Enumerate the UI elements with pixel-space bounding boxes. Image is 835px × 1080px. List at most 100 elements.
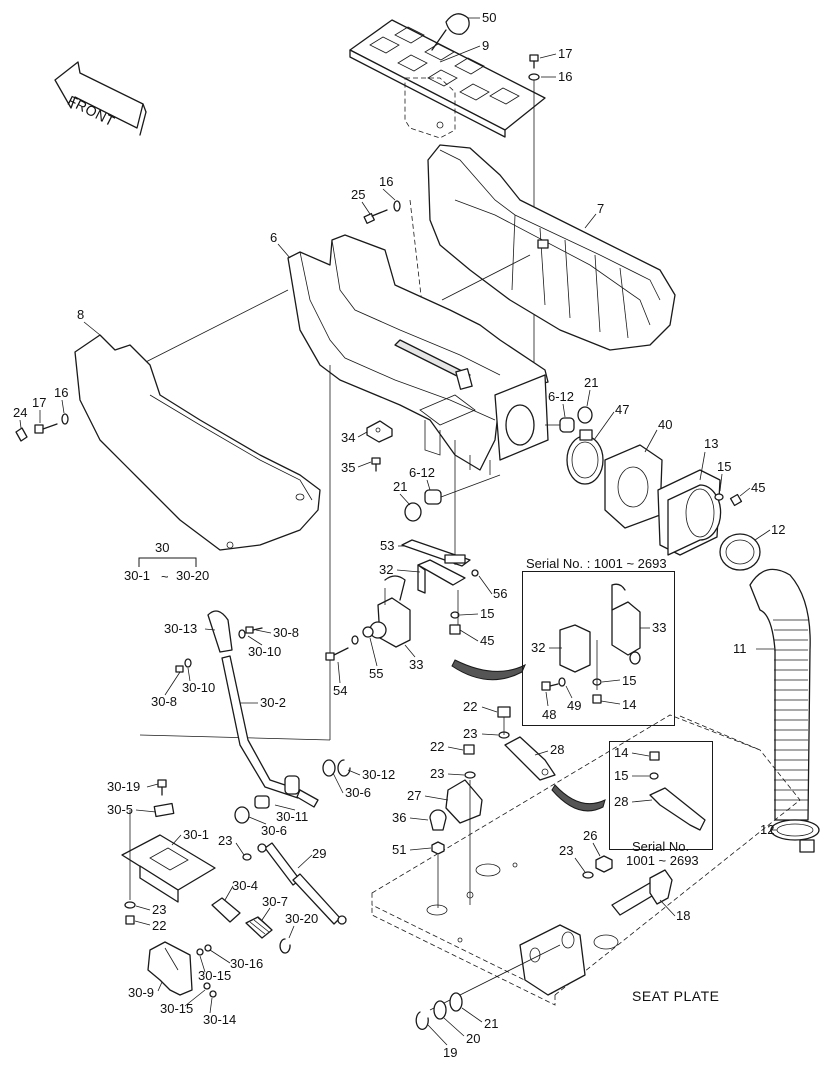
callout-22: 22: [430, 739, 445, 754]
small-bolts: [175, 626, 263, 673]
callout-12: 12: [771, 522, 786, 537]
callout-23: 23: [152, 902, 167, 917]
callout-29: 29: [312, 846, 327, 861]
callout-35: 35: [341, 460, 356, 475]
bracket-34: [366, 420, 393, 472]
seat-plate-outline: [371, 714, 801, 1006]
callout-30-8: 30-8: [151, 694, 178, 709]
knob-36: [429, 809, 447, 908]
callout-25: 25: [351, 187, 366, 202]
callout-54: 54: [333, 683, 348, 698]
serial-box-1-parts: [541, 583, 641, 704]
serial-box-2-parts: [551, 751, 706, 831]
callout-30-8: 30-8: [273, 625, 300, 640]
callout-30-6: 30-6: [261, 823, 288, 838]
callout-30-6: 30-6: [345, 785, 372, 800]
group-30-label: 30: [155, 540, 170, 555]
bushing-set: [404, 406, 593, 522]
pivot-pin: [611, 869, 673, 916]
flexible-hose: [749, 568, 820, 853]
callout-11: 11: [733, 641, 747, 656]
damper-spring: [211, 897, 291, 954]
lever-rod: [207, 610, 351, 808]
callout-8: 8: [77, 307, 85, 322]
callout-28: 28: [550, 742, 565, 757]
callout-23: 23: [218, 833, 233, 848]
callout-23: 23: [463, 726, 478, 741]
callout-53: 53: [380, 538, 395, 553]
switch-assembly: [325, 539, 526, 681]
callout-23: 23: [559, 843, 574, 858]
callout-49: 49: [567, 698, 582, 713]
callout-33: 33: [652, 620, 667, 635]
serial-box-2-title: Serial No.: [632, 839, 690, 854]
callout-32: 32: [379, 562, 394, 577]
callout-33: 33: [409, 657, 424, 672]
callout-30-2: 30-2: [260, 695, 287, 710]
callout-30-5: 30-5: [107, 802, 134, 817]
left-side-cover: [74, 334, 321, 551]
callout-22: 22: [152, 918, 167, 933]
callout-26: 26: [583, 828, 598, 843]
bolt-25: [363, 199, 426, 331]
top-cover-plate: [349, 19, 546, 139]
callout-15: 15: [614, 768, 629, 783]
callout-18: 18: [676, 908, 691, 923]
callout-22: 22: [463, 699, 478, 714]
callout-6: 6: [270, 230, 278, 245]
callout-15: 15: [717, 459, 732, 474]
callout-34: 34: [341, 430, 356, 445]
group-30-tilde: ~: [161, 569, 169, 584]
callout-30-19: 30-19: [107, 779, 141, 794]
callout-30-7: 30-7: [262, 894, 289, 909]
callout-30-9: 30-9: [128, 985, 155, 1000]
callout-30-10: 30-10: [182, 680, 216, 695]
bolt-left: [15, 413, 69, 442]
callout-45: 45: [751, 480, 766, 495]
callout-14: 14: [614, 745, 629, 760]
front-direction-arrow: [54, 61, 147, 136]
gas-strut: [242, 842, 347, 925]
callout-30-13: 30-13: [164, 621, 198, 636]
callout-17: 17: [32, 395, 47, 410]
callout-16: 16: [54, 385, 69, 400]
callout-17: 17: [558, 46, 573, 61]
right-side-cover: [427, 144, 676, 351]
callout-12: 12: [760, 822, 775, 837]
callout-16: 16: [558, 69, 573, 84]
gasket-13: [657, 469, 722, 556]
flange-40: [604, 444, 663, 529]
callout-19: 19: [443, 1045, 458, 1060]
serial-inset-box-2: [609, 741, 713, 850]
callout-30-4: 30-4: [232, 878, 259, 893]
callout-30-15: 30-15: [160, 1001, 194, 1016]
serial-box-2-range: 1001 ~ 2693: [626, 853, 699, 868]
callout-30-20: 30-20: [285, 911, 319, 926]
callout-30-16: 30-16: [230, 956, 264, 971]
callout-6-12: 6-12: [548, 389, 575, 404]
callout-56: 56: [493, 586, 508, 601]
bracket-27: [445, 744, 483, 905]
callout-15: 15: [622, 673, 637, 688]
callout-36: 36: [392, 810, 407, 825]
callout-30-12: 30-12: [362, 767, 396, 782]
knob: [431, 13, 470, 51]
callout-32: 32: [531, 640, 546, 655]
lever-bracket: [121, 779, 216, 925]
hose-clamp-47: [566, 429, 604, 485]
callout-21: 21: [584, 375, 599, 390]
serial-box-1-title: Serial No. : 1001 ~ 2693: [526, 556, 667, 571]
callout-28: 28: [614, 794, 629, 809]
bolt-45: [714, 493, 743, 507]
callout-16: 16: [379, 174, 394, 189]
callout-51: 51: [392, 842, 407, 857]
callout-15: 15: [480, 606, 495, 621]
callout-40: 40: [658, 417, 673, 432]
callout-27: 27: [407, 788, 422, 803]
callout-30-10: 30-10: [248, 644, 282, 659]
serial-inset-box-1: [522, 571, 675, 726]
callout-20: 20: [466, 1031, 481, 1046]
nut-26: [582, 855, 613, 879]
